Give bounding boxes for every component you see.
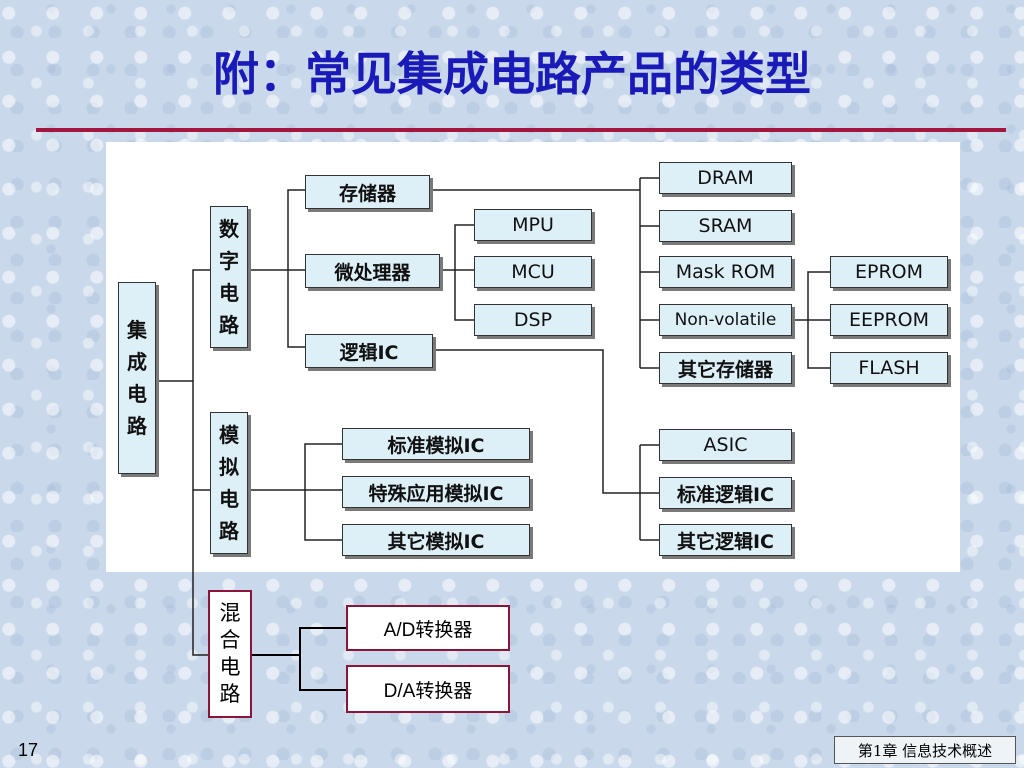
mixed-char: 电 — [219, 655, 241, 679]
mixed-char: 路 — [219, 682, 241, 706]
analog-char: 模 — [219, 423, 239, 447]
standard-logic-ic-node: 标准逻辑IC — [659, 477, 792, 509]
analog-char: 电 — [219, 487, 239, 511]
root-char: 成 — [127, 350, 147, 374]
analog-char: 拟 — [219, 455, 239, 479]
flash-node: FLASH — [830, 352, 948, 384]
ad-converter-node: A/D转换器 — [346, 605, 510, 651]
non-volatile-node: Non-volatile — [659, 304, 792, 336]
analog-char: 路 — [219, 519, 239, 543]
other-memory-node: 其它存储器 — [659, 352, 792, 384]
digital-char: 数 — [219, 217, 239, 241]
microprocessor-node: 微处理器 — [305, 254, 440, 288]
eeprom-node: EEPROM — [830, 304, 948, 336]
sram-node: SRAM — [659, 210, 792, 242]
da-converter-node: D/A转换器 — [346, 665, 510, 713]
digital-char: 路 — [219, 313, 239, 337]
mpu-node: MPU — [474, 209, 592, 241]
digital-char: 字 — [219, 249, 239, 273]
root-node-ic: 集 成 电 路 — [118, 282, 156, 474]
digital-circuit-node: 数 字 电 路 — [210, 206, 248, 348]
root-char: 电 — [127, 382, 147, 406]
mcu-node: MCU — [474, 256, 592, 288]
asic-node: ASIC — [659, 429, 792, 461]
mixed-char: 混 — [219, 601, 241, 625]
page-number: 17 — [18, 740, 39, 760]
mask-rom-node: Mask ROM — [659, 256, 792, 288]
title-divider — [36, 128, 1006, 132]
other-logic-ic-node: 其它逻辑IC — [659, 524, 792, 556]
other-analog-ic-node: 其它模拟IC — [342, 524, 530, 556]
mixed-char: 合 — [219, 628, 241, 652]
standard-analog-ic-node: 标准模拟IC — [342, 428, 530, 460]
page-title: 附：常见集成电路产品的类型 — [213, 47, 811, 101]
chapter-label: 第1章 信息技术概述 — [834, 736, 1016, 764]
root-char: 路 — [127, 414, 147, 438]
dram-node: DRAM — [659, 162, 792, 194]
dsp-node: DSP — [474, 304, 592, 336]
memory-node: 存储器 — [305, 175, 430, 209]
logic-ic-node: 逻辑IC — [305, 334, 433, 368]
root-char: 集 — [127, 318, 147, 342]
digital-char: 电 — [219, 281, 239, 305]
mixed-circuit-node: 混 合 电 路 — [208, 590, 252, 718]
eprom-node: EPROM — [830, 256, 948, 288]
analog-circuit-node: 模 拟 电 路 — [210, 412, 248, 554]
special-analog-ic-node: 特殊应用模拟IC — [342, 476, 530, 508]
